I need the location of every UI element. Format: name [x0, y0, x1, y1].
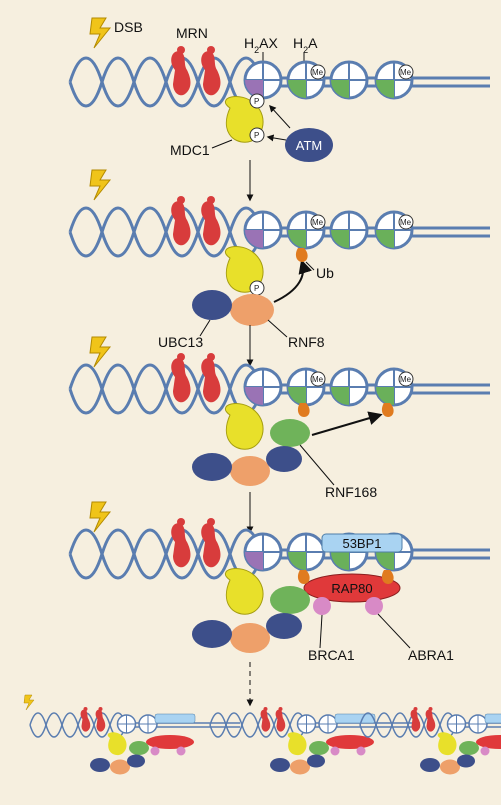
mrn-complex	[201, 518, 221, 568]
label-h2ax: H2AX	[244, 35, 278, 55]
label-rnf168: RNF168	[325, 484, 377, 500]
svg-text:Me: Me	[400, 68, 412, 77]
ubiquitin-icon	[297, 403, 310, 417]
nucleosome-h2a: Me	[374, 60, 414, 100]
mdc1-protein	[224, 568, 264, 615]
rnf168-protein	[270, 419, 310, 447]
label-rnf8: RNF8	[288, 334, 325, 350]
lightning-bolt-icon	[23, 694, 35, 711]
panel-5	[23, 694, 501, 775]
rap80-protein	[303, 573, 401, 603]
panel-3: Me Me RNF168	[68, 336, 492, 500]
svg-text:Me: Me	[312, 375, 324, 384]
nucleosome-h2a: Me	[286, 60, 326, 100]
mdc1-protein	[224, 246, 264, 293]
phospho-p-icon: P	[249, 127, 265, 143]
ubc13-protein	[266, 446, 302, 472]
rnf8-protein	[230, 623, 270, 653]
phospho-p-icon: P	[249, 93, 265, 109]
svg-text:Me: Me	[400, 218, 412, 227]
ubiquitin-icon	[381, 403, 394, 417]
phospho-p-icon: P	[249, 280, 265, 296]
brca1-protein	[313, 597, 331, 615]
label-rap80: RAP80	[331, 581, 372, 596]
panel-1: DSB MRN H2AX H2A Me Me P	[68, 17, 492, 162]
abra1-protein	[365, 597, 383, 615]
mrn-complex	[201, 46, 221, 96]
label-abra1: ABRA1	[408, 647, 454, 663]
label-atm: ATM	[296, 138, 322, 153]
panel-2: Me Me P Ub UBC13 RNF8	[68, 169, 492, 350]
mrn-complex	[171, 46, 191, 96]
panel-4: 53BP1 RAP80 BRCA1 ABRA1	[68, 501, 492, 663]
mrn-complex	[171, 196, 191, 246]
svg-text:Me: Me	[312, 218, 324, 227]
mdc1-protein	[224, 403, 264, 450]
mrn-complex	[171, 353, 191, 403]
lightning-bolt-icon	[89, 336, 111, 368]
ubc13-protein	[192, 290, 232, 320]
mrn-complex	[201, 196, 221, 246]
ubiquitin-icon	[297, 570, 310, 584]
lightning-bolt-icon	[89, 501, 111, 533]
mrn-complex	[171, 518, 191, 568]
label-mdc1: MDC1	[170, 142, 210, 158]
label-h2a: H2A	[293, 35, 318, 55]
svg-text:P: P	[254, 284, 259, 293]
ubc13-protein	[192, 453, 232, 481]
ubiquitin-icon	[381, 570, 394, 584]
lightning-bolt-icon	[89, 17, 111, 49]
label-ub: Ub	[316, 265, 334, 281]
atm-kinase	[285, 128, 333, 162]
rnf8-protein	[230, 456, 270, 486]
nucleosome-h2a	[329, 60, 369, 100]
53bp1-protein	[321, 533, 403, 553]
svg-text:Me: Me	[312, 68, 324, 77]
label-dsb: DSB	[114, 19, 143, 35]
label-brca1: BRCA1	[308, 647, 355, 663]
svg-text:Me: Me	[400, 375, 412, 384]
mrn-complex	[201, 353, 221, 403]
rnf8-protein	[230, 294, 274, 326]
ubc13-protein	[266, 613, 302, 639]
svg-text:P: P	[254, 131, 259, 140]
svg-text:P: P	[254, 97, 259, 106]
ubc13-protein	[192, 620, 232, 648]
ubiquitin-icon	[295, 248, 308, 262]
label-mrn: MRN	[176, 25, 208, 41]
nucleosome-h2ax	[243, 60, 283, 100]
lightning-bolt-icon	[89, 169, 111, 201]
rnf168-protein	[270, 586, 310, 614]
label-ubc13: UBC13	[158, 334, 203, 350]
label-53bp1: 53BP1	[342, 536, 381, 551]
